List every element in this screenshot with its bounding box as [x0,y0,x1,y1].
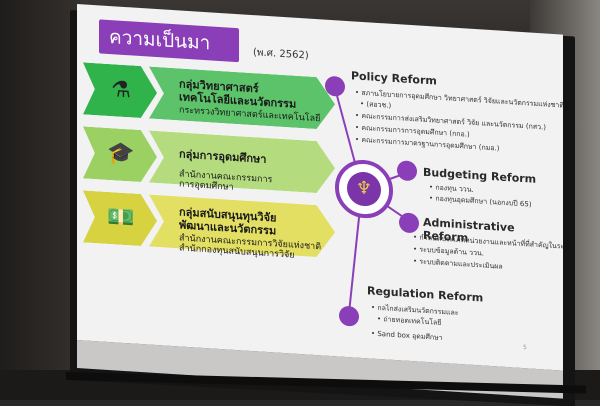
administrative-node [399,212,419,233]
policy-node [325,76,345,97]
regulation-node [339,306,359,327]
left-wall [0,0,80,400]
projected-slide: ความเป็นมา (พ.ศ. 2562) ⚗ กลุ่มวิทยาศาสตร… [77,4,563,371]
seal-inner: ♆ [347,170,381,208]
policy-item: (สอวช.) [360,99,391,112]
slide-page-number: 5 [523,344,527,352]
seal-emblem-icon: ♆ [355,177,373,200]
budgeting-node [397,160,417,181]
reform-connectors [325,76,419,327]
